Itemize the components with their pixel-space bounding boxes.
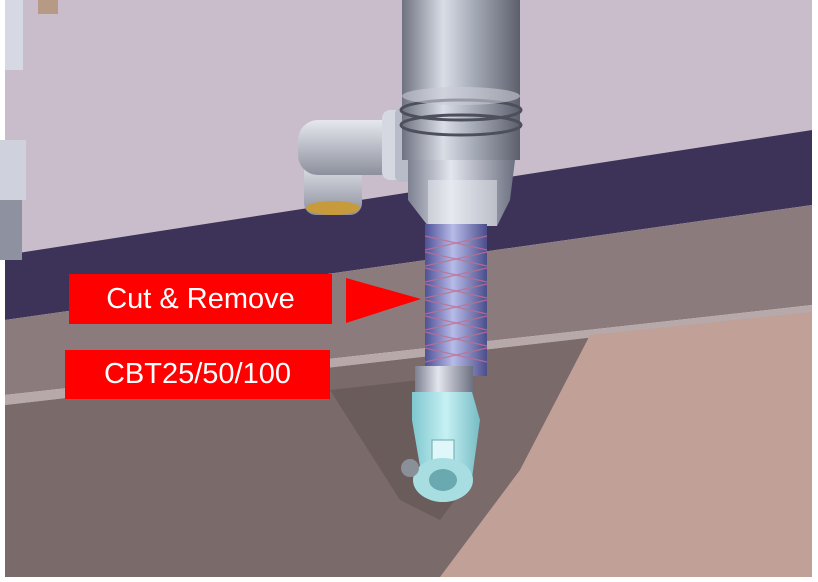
floor-light bbox=[440, 312, 812, 577]
cut-remove-label: Cut & Remove bbox=[69, 274, 332, 324]
spring-rod bbox=[415, 224, 488, 394]
clevis bbox=[401, 392, 480, 502]
cylinder bbox=[399, 0, 523, 226]
model-label: CBT25/50/100 bbox=[65, 350, 330, 399]
baseboard bbox=[5, 130, 812, 320]
red-triangle-arrow-icon bbox=[346, 278, 421, 323]
